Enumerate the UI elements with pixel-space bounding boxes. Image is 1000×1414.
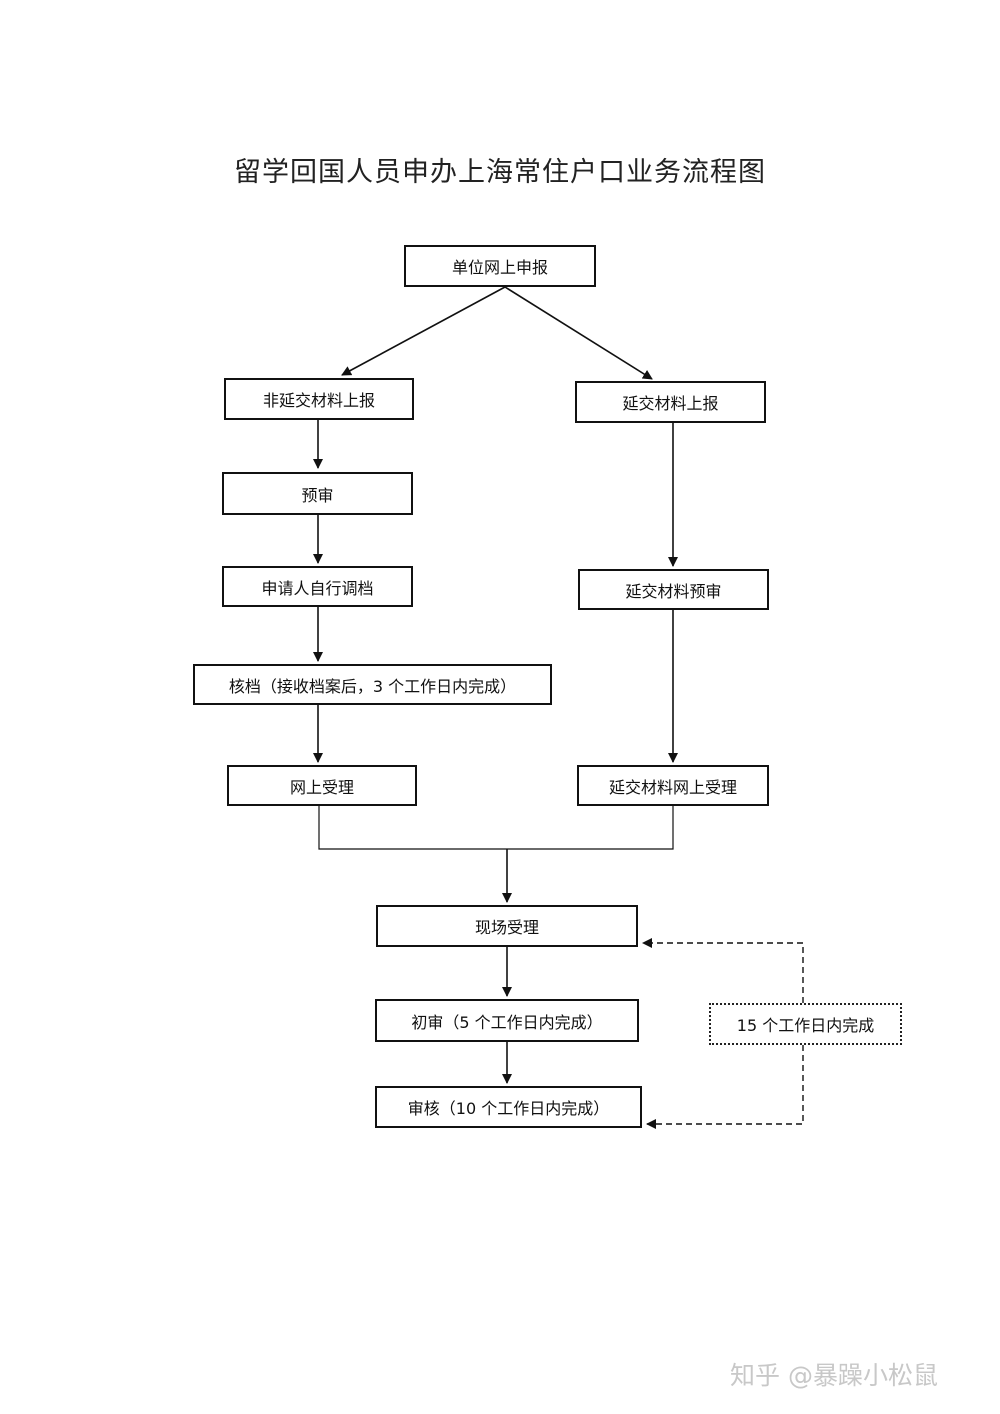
node-final-review: 审核（10 个工作日内完成） xyxy=(375,1086,642,1128)
watermark-text: 知乎 @暴躁小松鼠 xyxy=(730,1361,938,1390)
node-initial-review: 初审（5 个工作日内完成） xyxy=(375,999,639,1042)
merge-line xyxy=(318,806,674,850)
node-self-transfer-file: 申请人自行调档 xyxy=(222,566,413,607)
dashed-bracket-top xyxy=(642,938,804,1003)
node-onsite-acceptance: 现场受理 xyxy=(376,905,638,947)
page-title: 留学回国人员申办上海常住户口业务流程图 xyxy=(234,157,766,188)
node-deferred-pre-review: 延交材料预审 xyxy=(578,569,769,610)
node-non-deferred-report: 非延交材料上报 xyxy=(224,378,414,420)
arrow-to-deferred xyxy=(504,286,653,380)
node-deferred-report: 延交材料上报 xyxy=(575,381,766,423)
node-pre-review: 预审 xyxy=(222,472,413,515)
node-deferred-online-acceptance: 延交材料网上受理 xyxy=(577,765,769,806)
node-unit-online-report: 单位网上申报 xyxy=(404,245,596,287)
node-total-time-note: 15 个工作日内完成 xyxy=(709,1003,902,1045)
arrow-to-non-deferred xyxy=(341,286,506,376)
dashed-bracket-bottom xyxy=(646,1045,804,1129)
node-file-check: 核档（接收档案后，3 个工作日内完成） xyxy=(193,664,552,705)
node-online-acceptance: 网上受理 xyxy=(227,765,417,806)
